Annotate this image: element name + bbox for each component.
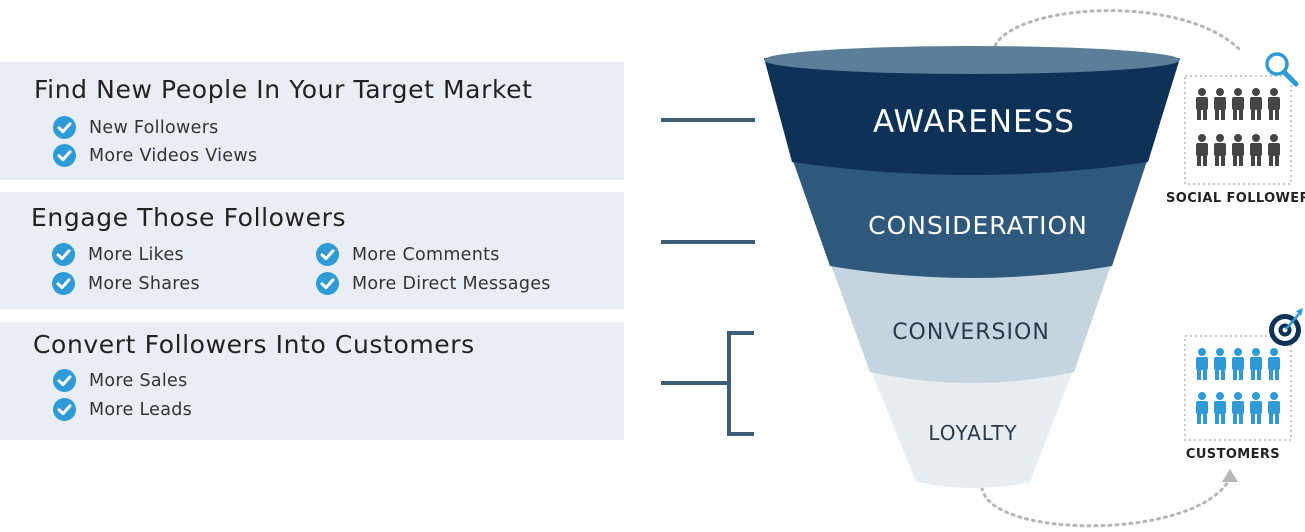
funnel-stage-conversion <box>830 262 1112 383</box>
section-engage-followers: Engage Those Followers More Likes More S… <box>0 192 624 309</box>
funnel-rim <box>764 46 1180 74</box>
funnel-label-awareness: AWARENESS <box>873 104 1075 140</box>
magnifier-icon <box>1265 52 1299 87</box>
connector-consideration <box>661 240 755 244</box>
funnel-label-consideration: CONSIDERATION <box>868 211 1088 240</box>
dotted-arrow-top <box>991 9 1242 54</box>
list-item: More Comments <box>316 243 500 266</box>
section-title: Convert Followers Into Customers <box>33 330 475 359</box>
list-item-label: More Sales <box>89 370 188 391</box>
connector-bracket-top <box>727 331 754 335</box>
section-title: Engage Those Followers <box>31 203 347 232</box>
list-item-label: More Shares <box>88 273 200 294</box>
list-item: More Direct Messages <box>316 272 551 295</box>
funnel-label-loyalty: LOYALTY <box>928 421 1018 445</box>
funnel-stage-consideration <box>792 158 1148 278</box>
target-icon <box>1269 308 1303 346</box>
checkmark-icon <box>53 116 76 139</box>
list-item: More Shares <box>52 272 200 295</box>
list-item-label: More Likes <box>88 244 184 265</box>
customers-people <box>1196 348 1280 424</box>
funnel-stage-awareness <box>764 58 1180 175</box>
list-item: More Sales <box>53 369 188 392</box>
arrow-head-up <box>1222 469 1238 482</box>
connector-bracket-bottom <box>727 432 754 436</box>
funnel-label-conversion: CONVERSION <box>892 320 1050 345</box>
social-followers-people <box>1196 88 1280 166</box>
list-item-label: More Comments <box>352 244 500 265</box>
list-item-label: More Leads <box>89 399 193 420</box>
checkmark-icon <box>52 243 75 266</box>
list-item-label: New Followers <box>89 117 219 138</box>
list-item: More Videos Views <box>53 144 257 167</box>
list-item-label: More Direct Messages <box>352 273 551 294</box>
checkmark-icon <box>316 272 339 295</box>
connector-awareness <box>661 118 755 122</box>
list-item: More Likes <box>52 243 184 266</box>
funnel-stage-loyalty <box>870 368 1074 488</box>
social-followers-box <box>1184 75 1292 185</box>
list-item: New Followers <box>53 116 219 139</box>
customers-label: CUSTOMERS <box>1185 447 1281 462</box>
checkmark-icon <box>53 144 76 167</box>
checkmark-icon <box>53 369 76 392</box>
section-title: Find New People In Your Target Market <box>34 75 533 104</box>
checkmark-icon <box>52 272 75 295</box>
social-followers-label: SOCIAL FOLLOWERS <box>1166 191 1305 206</box>
list-item: More Leads <box>53 398 192 421</box>
connector-bracket <box>727 331 731 436</box>
checkmark-icon <box>53 398 76 421</box>
connector-convert <box>661 381 729 385</box>
checkmark-icon <box>316 243 339 266</box>
section-convert-followers: Convert Followers Into Customers More Sa… <box>0 322 624 440</box>
dotted-arrow-bottom <box>980 476 1232 528</box>
section-find-new-people: Find New People In Your Target Market Ne… <box>0 62 624 180</box>
list-item-label: More Videos Views <box>89 145 258 166</box>
